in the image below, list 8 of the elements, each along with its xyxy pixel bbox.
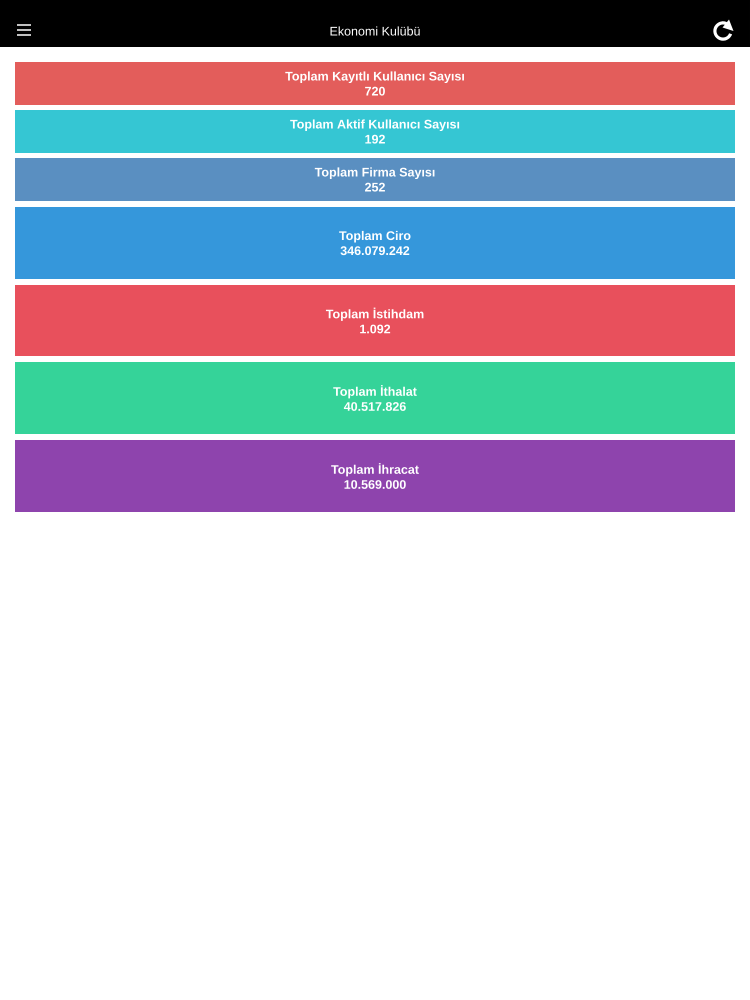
stat-card: Toplam Kayıtlı Kullanıcı Sayısı 720 — [15, 62, 735, 105]
stat-card: Toplam Firma Sayısı 252 — [15, 158, 735, 201]
stat-card: Toplam İstihdam 1.092 — [15, 285, 735, 356]
stat-card: Toplam Ciro 346.079.242 — [15, 207, 735, 279]
stat-card: Toplam İthalat 40.517.826 — [15, 362, 735, 434]
header-title: Ekonomi Kulübü — [330, 26, 420, 36]
stat-card: Toplam Aktif Kullanıcı Sayısı 192 — [15, 110, 735, 153]
stat-card: Toplam İhracat 10.569.000 — [15, 440, 735, 512]
